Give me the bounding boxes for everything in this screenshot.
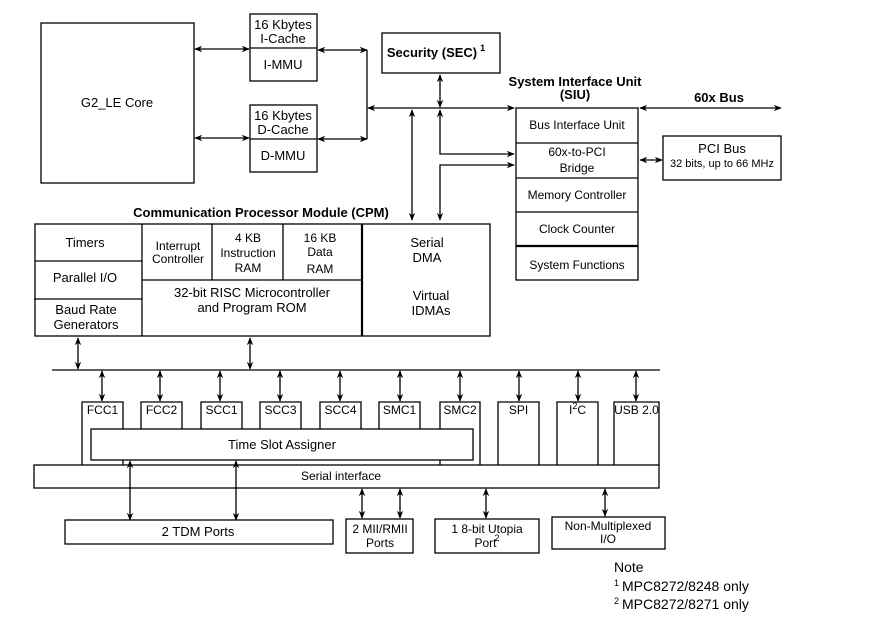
peripheral-label: SCC1 [205,403,237,417]
virtual-idma-label-2: IDMAs [412,303,452,318]
data-ram-label: Data [307,245,333,259]
serial-dma-label-2: DMA [413,250,442,265]
nonmux-io-label: Non-Multiplexed [565,519,652,533]
security-label: Security (SEC)1 [387,43,485,60]
mii-ports-label-2: Ports [366,536,394,550]
peripheral-smc1: SMC1 [378,370,421,429]
peripheral-box [378,401,421,429]
system-functions-label: System Functions [529,258,624,272]
pci-bridge-cpm-arrow [436,161,515,221]
security-block: Security (SEC)1 [381,32,501,74]
peripheral-box [319,401,362,429]
peripheral-scc1: SCC1 [200,370,243,429]
dcache-block: 16 Kbytes D-Cache D-MMU [249,104,318,173]
siu-title: System Interface Unit [509,74,643,89]
siu-block: Bus Interface Unit 60x-to-PCI Bridge Mem… [515,107,639,281]
interrupt-controller-label: Interrupt [156,239,201,253]
dcache-size-label: 16 Kbytes [254,108,312,123]
peripheral-box [556,401,599,465]
peripheral-ic: I2C [556,370,599,465]
mii-ports-label: 2 MII/RMII [352,522,407,536]
cpm-title: Communication Processor Module (CPM) [133,205,389,220]
instruction-ram-size: 4 KB [235,231,261,245]
brg-label: Baud Rate [55,302,116,317]
instruction-ram-label-2: RAM [235,261,262,275]
peripheral-label: SMC2 [443,403,477,417]
dmmu-label: D-MMU [261,148,306,163]
utopia-port-block: 1 8-bit Utopia Port2 [434,518,540,554]
instruction-ram-label: Instruction [220,246,275,260]
g2le-core-label: G2_LE Core [81,95,153,110]
notes-heading: Note [614,559,644,575]
brg-label-2: Generators [53,317,119,332]
peripheral-label: FCC1 [87,403,119,417]
peripheral-label: SCC4 [324,403,356,417]
utopia-port-label-2: Port2 [474,533,499,550]
bus-interface-unit-label: Bus Interface Unit [529,118,625,132]
risc-label-2: and Program ROM [197,300,306,315]
nonmux-io-label-2: I/O [600,532,616,546]
peripheral-label: SMC1 [383,403,417,417]
peripheral-fcc2: FCC2 [140,370,183,429]
data-ram-label-2: RAM [307,262,334,276]
virtual-idma-label: Virtual [413,288,450,303]
icache-size-label: 16 Kbytes [254,17,312,32]
interrupt-controller-label-2: Controller [152,252,204,266]
cpm-block: Timers Parallel I/O Baud Rate Generators… [34,223,491,337]
pci-bus-spec: 32 bits, up to 66 MHz [670,158,774,170]
mii-ports-block: 2 MII/RMII Ports [345,518,414,554]
peripheral-label: USB 2.0 [614,403,659,417]
peripheral-box [497,401,540,465]
icache-block: 16 Kbytes I-Cache I-MMU [249,13,318,82]
serial-interface-block: Serial interface [33,464,660,489]
risc-label: 32-bit RISC Microcontroller [174,285,331,300]
peripheral-box [200,401,243,429]
peripheral-label: FCC2 [146,403,178,417]
peripheral-scc4: SCC4 [319,370,362,429]
pci-bridge-label: 60x-to-PCI [548,145,605,159]
data-ram-size: 16 KB [304,231,337,245]
tsa-label: Time Slot Assigner [228,437,337,452]
tdm-ports-label: 2 TDM Ports [162,524,235,539]
memory-controller-label: Memory Controller [528,188,627,202]
nonmux-io-block: Non-Multiplexed I/O [551,516,666,550]
timers-label: Timers [65,235,105,250]
utopia-port-label: 1 8-bit Utopia [451,522,523,536]
pci-bus-label: PCI Bus [698,141,746,156]
peripheral-spi: SPI [497,370,540,465]
tdm-ports-block: 2 TDM Ports [64,519,334,545]
bus-pci-bridge-arrow [436,109,515,158]
peripheral-label: SCC3 [264,403,296,417]
peripheral-box [259,401,302,429]
peripheral-scc3: SCC3 [259,370,302,429]
peripheral-usb-2-0: USB 2.0 [613,370,660,465]
peripheral-box [140,401,183,429]
tsa-block: Time Slot Assigner [90,428,474,461]
pci-bridge-label-2: Bridge [560,161,595,175]
parallel-io-label: Parallel I/O [53,270,117,285]
dcache-label: D-Cache [257,122,308,137]
immu-label: I-MMU [264,57,303,72]
peripheral-label: SPI [509,403,528,417]
60x-bus-label: 60x Bus [694,90,744,105]
peripheral-label: I2C [569,401,586,417]
pci-bus-block: PCI Bus 32 bits, up to 66 MHz [662,135,782,181]
siu-title-abbrev: (SIU) [560,87,590,102]
peripheral-box [613,401,660,465]
serial-dma-label: Serial [410,235,443,250]
g2le-core-block: G2_LE Core [40,22,195,184]
clock-counter-label: Clock Counter [539,222,615,236]
icache-label: I-Cache [260,31,306,46]
serial-interface-label: Serial interface [301,469,381,483]
